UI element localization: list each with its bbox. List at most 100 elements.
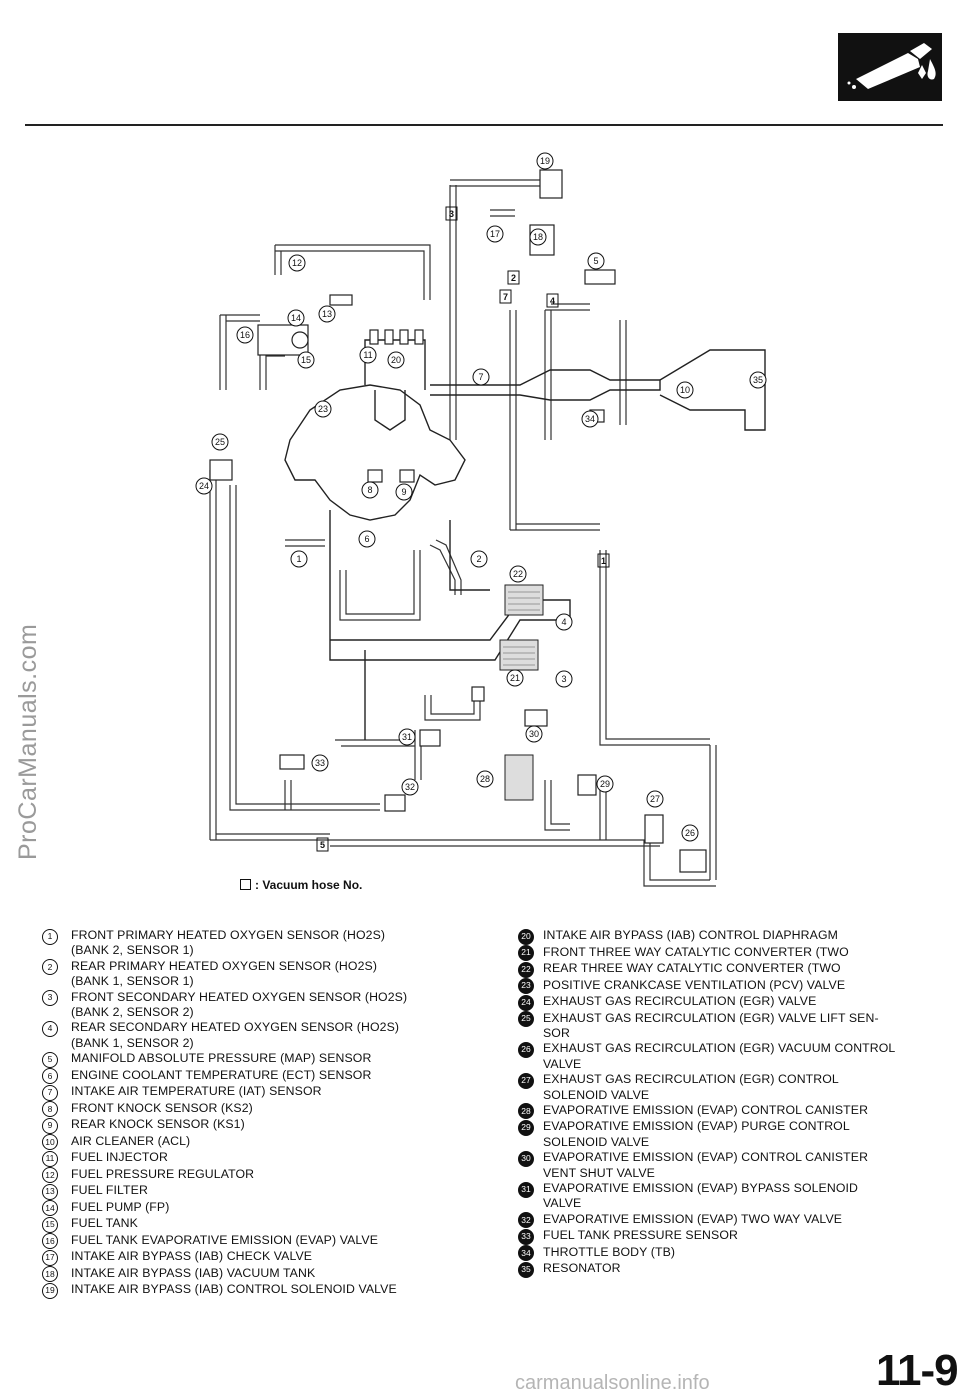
svg-text:25: 25: [215, 437, 225, 447]
svg-text:29: 29: [600, 779, 610, 789]
part-description: INTAKE AIR BYPASS (IAB) CHECK VALVE: [71, 1249, 313, 1264]
legend-caption-text: : Vacuum hose No.: [255, 878, 363, 892]
svg-text:35: 35: [753, 375, 763, 385]
svg-text:7: 7: [503, 292, 508, 302]
svg-text:18: 18: [533, 232, 543, 242]
svg-text:16: 16: [240, 330, 250, 340]
part-number-badge: 20: [518, 928, 534, 945]
part-list-item: 11 FUEL INJECTOR: [42, 1150, 442, 1167]
svg-text:34: 34: [585, 414, 595, 424]
svg-text:33: 33: [315, 758, 325, 768]
part-number-badge: 18: [42, 1266, 58, 1283]
svg-text:4: 4: [550, 296, 555, 306]
part-description: FRONT SECONDARY HEATED OXYGEN SENSOR (HO…: [71, 989, 408, 1020]
svg-text:1: 1: [601, 556, 606, 566]
svg-text:2: 2: [476, 554, 481, 564]
part-list-item: 31 EVAPORATIVE EMISSION (EVAP) BYPASS SOL…: [518, 1181, 930, 1212]
part-list-item: 2 REAR PRIMARY HEATED OXYGEN SENSOR (HO2S…: [42, 959, 442, 990]
vacuum-hose-legend: : Vacuum hose No.: [240, 878, 362, 892]
part-description: FUEL INJECTOR: [71, 1150, 168, 1165]
svg-text:4: 4: [561, 617, 566, 627]
part-number-badge: 15: [42, 1216, 58, 1233]
part-description: FRONT KNOCK SENSOR (KS2): [71, 1100, 253, 1115]
parts-list-right: 20 INTAKE AIR BYPASS (IAB) CONTROL DIAPHR…: [518, 928, 930, 1278]
part-number-badge: 21: [518, 945, 534, 961]
part-number-badge: 33: [518, 1228, 534, 1245]
part-description: FUEL TANK PRESSURE SENSOR: [543, 1228, 738, 1243]
svg-text:31: 31: [402, 732, 412, 742]
part-number-badge: 16: [42, 1233, 58, 1250]
part-list-item: 33 FUEL TANK PRESSURE SENSOR: [518, 1228, 930, 1245]
part-list-item: 20 INTAKE AIR BYPASS (IAB) CONTROL DIAPHR…: [518, 928, 930, 945]
part-description: EVAPORATIVE EMISSION (EVAP) CONTROL CANI…: [543, 1150, 869, 1180]
part-number-badge: 31: [518, 1181, 534, 1198]
part-number-badge: 24: [518, 994, 534, 1011]
part-description: AIR CLEANER (ACL): [71, 1133, 191, 1148]
part-list-item: 23 POSITIVE CRANKCASE VENTILATION (PCV) V…: [518, 977, 930, 994]
part-number-badge: 34: [518, 1245, 534, 1262]
part-description: INTAKE AIR BYPASS (IAB) VACUUM TANK: [71, 1265, 316, 1280]
svg-text:2: 2: [511, 273, 516, 283]
svg-text:19: 19: [540, 156, 550, 166]
part-description: REAR SECONDARY HEATED OXYGEN SENSOR (HO2…: [71, 1020, 400, 1050]
part-number-badge: 8: [42, 1101, 58, 1118]
svg-text:30: 30: [529, 729, 539, 739]
svg-text:13: 13: [322, 309, 332, 319]
part-description: EXHAUST GAS RECIRCULATION (EGR) CONTROL …: [543, 1072, 839, 1102]
part-list-item: 8 FRONT KNOCK SENSOR (KS2): [42, 1101, 442, 1118]
watermark-text: ProCarManuals.com: [14, 623, 42, 860]
part-number-badge: 12: [42, 1167, 58, 1184]
part-description: REAR THREE WAY CATALYTIC CONVERTER (TWO: [543, 961, 841, 975]
part-number-badge: 14: [42, 1200, 58, 1217]
part-description: EXHAUST GAS RECIRCULATION (EGR) VALVE: [543, 994, 817, 1008]
part-description: INTAKE AIR BYPASS (IAB) CONTROL DIAPHRAG…: [543, 928, 838, 942]
part-number-badge: 27: [518, 1072, 534, 1089]
part-description: EXHAUST GAS RECIRCULATION (EGR) VALVE LI…: [543, 1010, 879, 1040]
svg-text:8: 8: [367, 485, 372, 495]
part-description: POSITIVE CRANKCASE VENTILATION (PCV) VAL…: [543, 977, 846, 992]
part-number-badge: 35: [518, 1261, 534, 1278]
svg-text:21: 21: [510, 673, 520, 683]
part-number-badge: 17: [42, 1249, 58, 1266]
page-number: 11-9: [876, 1346, 959, 1395]
part-list-item: 25 EXHAUST GAS RECIRCULATION (EGR) VALVE …: [518, 1011, 930, 1042]
svg-text:9: 9: [401, 487, 406, 497]
part-number-badge: 11: [42, 1150, 58, 1167]
part-number-badge: 26: [518, 1041, 534, 1058]
part-number-badge: 25: [518, 1011, 534, 1027]
svg-text:3: 3: [449, 209, 454, 219]
part-list-item: 27 EXHAUST GAS RECIRCULATION (EGR) CONTRO…: [518, 1072, 930, 1103]
part-description: REAR PRIMARY HEATED OXYGEN SENSOR (HO2S)…: [71, 958, 378, 989]
svg-text:17: 17: [490, 229, 500, 239]
part-number-badge: 23: [518, 978, 534, 994]
svg-text:11: 11: [363, 350, 372, 360]
part-list-item: 4 REAR SECONDARY HEATED OXYGEN SENSOR (HO…: [42, 1020, 442, 1051]
svg-text:26: 26: [685, 828, 695, 838]
svg-text:10: 10: [680, 385, 690, 395]
part-description: ENGINE COOLANT TEMPERATURE (ECT) SENSOR: [71, 1067, 372, 1082]
part-description: EVAPORATIVE EMISSION (EVAP) BYPASS SOLEN…: [543, 1181, 858, 1211]
part-number-badge: 2: [42, 959, 58, 976]
part-number-badge: 32: [518, 1212, 534, 1229]
svg-text:3: 3: [561, 674, 566, 684]
svg-text:22: 22: [513, 569, 523, 579]
part-number-badge: 4: [42, 1020, 58, 1037]
hose-number-box-icon: [240, 879, 251, 890]
svg-text:6: 6: [364, 534, 369, 544]
svg-text:24: 24: [199, 481, 209, 491]
footer-url: carmanualsonline.info: [515, 1372, 710, 1394]
part-description: THROTTLE BODY (TB): [543, 1244, 676, 1259]
